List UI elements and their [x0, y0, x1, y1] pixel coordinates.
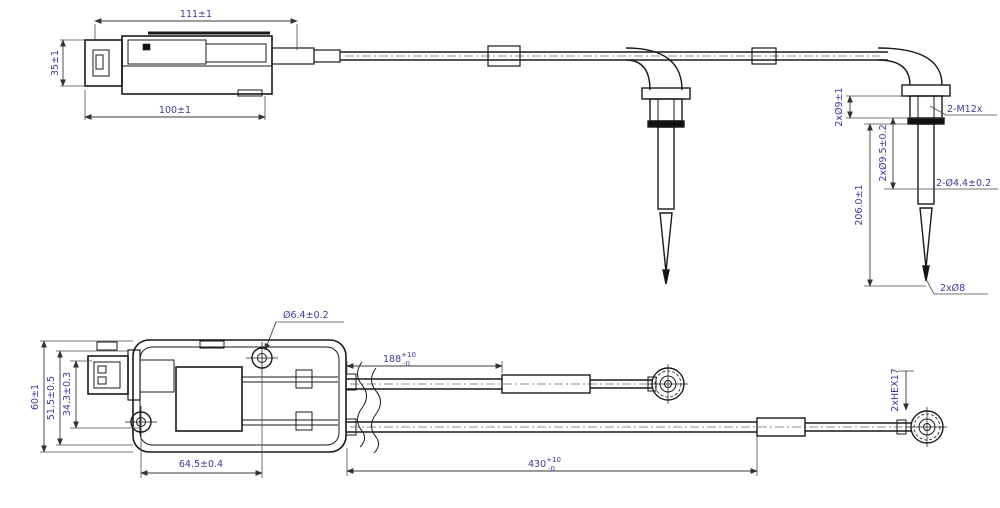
dim-height-mid: 51.5±0.5	[46, 376, 57, 420]
dim-housing-height: 35±1	[50, 50, 61, 76]
probe-2	[901, 84, 951, 282]
dim-hole-spacing: 64.5±0.4	[179, 459, 223, 470]
fitting-b	[907, 407, 947, 447]
mounting-hole-top	[246, 342, 278, 374]
dim-cable-b: 430+10-0	[528, 456, 561, 473]
top-view-labels: 111±1 35±1 100±1 2xØ9±1 2-M12x 2xØ9.5±0.…	[50, 9, 991, 294]
cable-run	[340, 45, 943, 91]
bottom-view-dimensions	[40, 321, 914, 478]
probe-1	[641, 87, 691, 285]
dim-cable-b-tol-upper: +10	[546, 456, 561, 464]
dim-cable-a-value: 188	[383, 354, 401, 365]
dim-hole-dia: Ø6.4±0.2	[283, 310, 329, 321]
dim-probe-dia: 2-Ø4.4±0.2	[936, 178, 991, 189]
sensor-housing-side	[84, 31, 341, 97]
dim-cable-a: 188+10-0	[383, 351, 416, 368]
dim-cable-b-tol-lower: -0	[548, 465, 555, 473]
controller-body	[87, 339, 347, 453]
elbow-2	[877, 47, 943, 86]
fitting-a	[648, 364, 688, 404]
bottom-view: Ø6.4±0.2 60±1 51.5±0.5 34.3±0.3 64.5±0.4…	[30, 310, 947, 478]
dim-overall-width: 111±1	[180, 9, 212, 20]
dim-sheath-length: 2xØ9.5±0.2	[878, 124, 889, 181]
cable-clamp-1	[487, 45, 521, 67]
dim-hex: 2xHEX17	[890, 368, 901, 411]
dim-cable-a-tol-upper: +10	[401, 351, 416, 359]
dim-body-width: 100±1	[159, 105, 191, 116]
top-view: 111±1 35±1 100±1 2xØ9±1 2-M12x 2xØ9.5±0.…	[50, 9, 998, 295]
dim-height-outer: 60±1	[30, 384, 41, 410]
dim-bend-dia: 2xØ9±1	[834, 87, 845, 126]
dim-tip-dia: 2xØ8	[940, 283, 965, 294]
dim-probe-length: 206.0±1	[854, 184, 865, 225]
dim-height-inner: 34.3±0.3	[62, 372, 73, 416]
bottom-view-labels: Ø6.4±0.2 60±1 51.5±0.5 34.3±0.3 64.5±0.4…	[30, 310, 901, 473]
cable-a	[345, 373, 657, 394]
cable-b	[345, 417, 911, 437]
mounting-hole-bottom	[125, 406, 157, 438]
cable-clamp-2	[751, 47, 777, 65]
dim-thread: 2-M12x	[947, 104, 983, 115]
top-view-dimensions	[60, 18, 998, 295]
dim-cable-b-value: 430	[528, 459, 546, 470]
elbow-1	[625, 47, 683, 91]
dim-cable-a-tol-lower: -0	[403, 360, 410, 368]
break-marks	[357, 361, 381, 454]
